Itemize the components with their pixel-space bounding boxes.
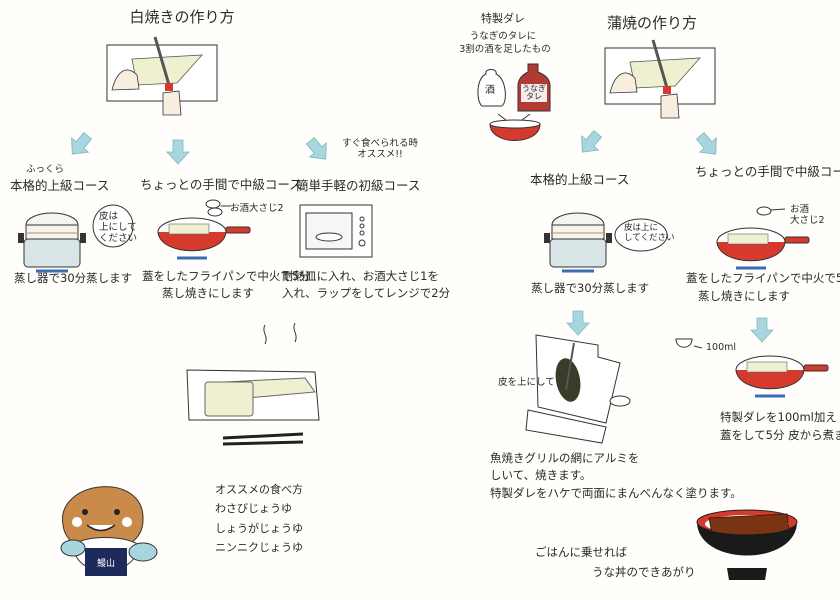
arrow-down-left-icon	[63, 128, 97, 162]
recommend-item: しょうがじょうゆ	[215, 521, 303, 535]
grill-caption: 魚焼きグリルの網にアルミを しいて、焼きます。 特製ダレをハケで両面にまんべんな…	[490, 451, 742, 500]
fish-grill-illustration	[525, 334, 631, 444]
simmer-pan-illustration	[734, 354, 830, 398]
plated-shirayaki-illustration	[186, 322, 320, 446]
finish-caption-1: ごはんに乗せれば	[535, 545, 627, 559]
sauce-amount: 100ml	[706, 342, 737, 353]
mascot-apron-text: 鰻山	[97, 557, 115, 569]
sake-bottle-label: 酒	[485, 85, 495, 96]
steamer-illustration	[16, 211, 88, 273]
shirayaki-title: 白焼きの作り方	[129, 8, 235, 26]
steamer-illustration	[542, 211, 614, 273]
cutting-eel-illustration	[603, 38, 717, 120]
simmer-caption: 特製ダレを100ml加え 蓋をして5分 皮から煮ます	[720, 410, 840, 443]
measuring-spoon-icon	[205, 199, 231, 217]
middle-course-label: ちょっとの手間で中級コース	[140, 177, 302, 192]
skin-up-note: 皮を上にして	[498, 377, 555, 388]
sake-note: お酒大さじ2	[230, 203, 284, 214]
measuring-spoon-icon	[756, 206, 786, 216]
kaba-sake-note: お酒 大さじ2	[790, 204, 825, 227]
easy-caption-2: 入れ、ラップをしてレンジで2分	[282, 286, 451, 300]
sauce-desc-1: うなぎのタレに	[469, 31, 537, 42]
middle-caption-2: 蒸し焼きにします	[162, 286, 254, 300]
bubble-text: 皮は 上にして ください	[99, 211, 138, 244]
recommended-eating: オススメの食べ方 わさびじょうゆ しょうがじょうゆ ニンニクじょうゆ	[215, 480, 303, 557]
recommend-item: わさびじょうゆ	[215, 502, 292, 516]
cutting-eel-illustration	[105, 35, 219, 117]
tare-bottle-label: うなぎ タレ	[522, 84, 546, 101]
sauce-desc-2: 3割の酒を足したもの	[459, 44, 551, 55]
mascot-illustration: 鰻山	[60, 486, 158, 576]
fluffy-note: ふっくら	[26, 164, 65, 175]
arrow-down-icon	[166, 139, 190, 165]
kaba-middle-caption-1: 蓋をしたフライパンで中火で5分	[686, 271, 840, 285]
easy-course-label: 簡単手軽の初級コース	[296, 178, 421, 193]
kaba-premium-course-label: 本格的上級コース	[530, 172, 630, 187]
speech-bubble	[614, 218, 668, 252]
finish-caption-2: うな丼のできあがり	[592, 565, 696, 579]
microwave-illustration	[299, 204, 373, 258]
unadon-illustration	[696, 509, 798, 580]
frying-pan-illustration	[156, 216, 252, 260]
arrow-down-right-icon	[691, 128, 725, 162]
recommend-item: ニンニクじょうゆ	[215, 540, 303, 554]
easy-caption-1: 耐熱皿に入れ、お酒大さじ1を	[282, 269, 439, 283]
sauce-cup-icon	[675, 338, 703, 349]
sauce-mixing-illustration	[477, 63, 551, 141]
arrow-down-icon	[750, 317, 774, 343]
arrow-down-icon	[566, 310, 590, 336]
middle-caption-1: 蓋をしたフライパンで中火で5分	[142, 269, 311, 283]
arrow-down-left-icon	[573, 126, 607, 160]
kaba-middle-course-label: ちょっとの手間で中級コース	[695, 164, 840, 179]
recommend-title: オススメの食べ方	[215, 483, 303, 496]
sauce-title: 特製ダレ	[481, 12, 525, 25]
kabayaki-title: 蒲焼の作り方	[606, 14, 698, 32]
premium-caption: 蒸し器で30分蒸します	[14, 271, 133, 285]
frying-pan-illustration	[715, 226, 811, 270]
speech-bubble	[92, 204, 134, 248]
arrow-down-right-icon	[301, 133, 335, 167]
quick-note: すぐ食べられる時 オススメ!!	[342, 138, 419, 161]
bubble-text: 皮は上に してください	[624, 223, 675, 244]
kaba-middle-caption-2: 蒸し焼きにします	[698, 289, 790, 303]
kaba-premium-caption: 蒸し器で30分蒸します	[531, 281, 650, 295]
premium-course-label: 本格的上級コース	[10, 178, 110, 193]
